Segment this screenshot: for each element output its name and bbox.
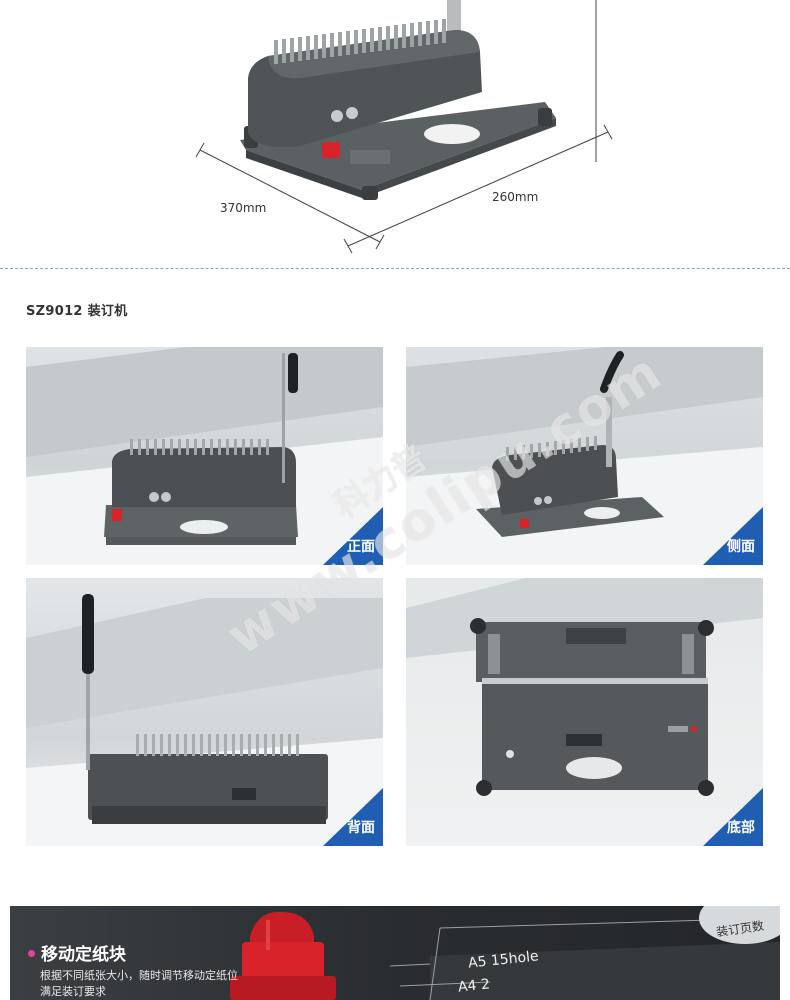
- front-view-label: 正面: [347, 539, 375, 555]
- binding-machine-dimension-illustration: [195, 0, 613, 254]
- pink-bullet-icon: [28, 949, 35, 957]
- feature-banner-paper-stop: 移动定纸块 根据不同纸张大小，随时调节移动定纸位 满足装订要求 A5 15hol…: [10, 906, 780, 1000]
- panel-text-a4: A4 2: [457, 976, 491, 996]
- depth-dimension-label: 260mm: [492, 190, 539, 204]
- back-view-label: 背面: [347, 820, 375, 836]
- paper-stop-closeup-illustration: [10, 906, 780, 1000]
- feature-description-line-1: 根据不同纸张大小，随时调节移动定纸位: [40, 969, 238, 982]
- feature-title: 移动定纸块: [28, 940, 126, 965]
- feature-description: 根据不同纸张大小，随时调节移动定纸位 满足装订要求: [40, 968, 238, 1000]
- photo-back-view[interactable]: 背面: [26, 578, 383, 846]
- side-view-label: 侧面: [727, 539, 755, 555]
- photo-bottom-view[interactable]: 底部: [406, 578, 763, 846]
- dimension-diagram: 370mm 260mm: [0, 0, 790, 268]
- section-divider: [0, 268, 790, 269]
- photo-side-view[interactable]: 侧面: [406, 347, 763, 565]
- width-dimension-label: 370mm: [220, 201, 267, 215]
- bottom-view-label: 底部: [727, 820, 755, 836]
- feature-description-line-2: 满足装订要求: [40, 985, 106, 998]
- model-title: SZ9012 装订机: [26, 304, 128, 319]
- photo-front-view[interactable]: 正面: [26, 347, 383, 565]
